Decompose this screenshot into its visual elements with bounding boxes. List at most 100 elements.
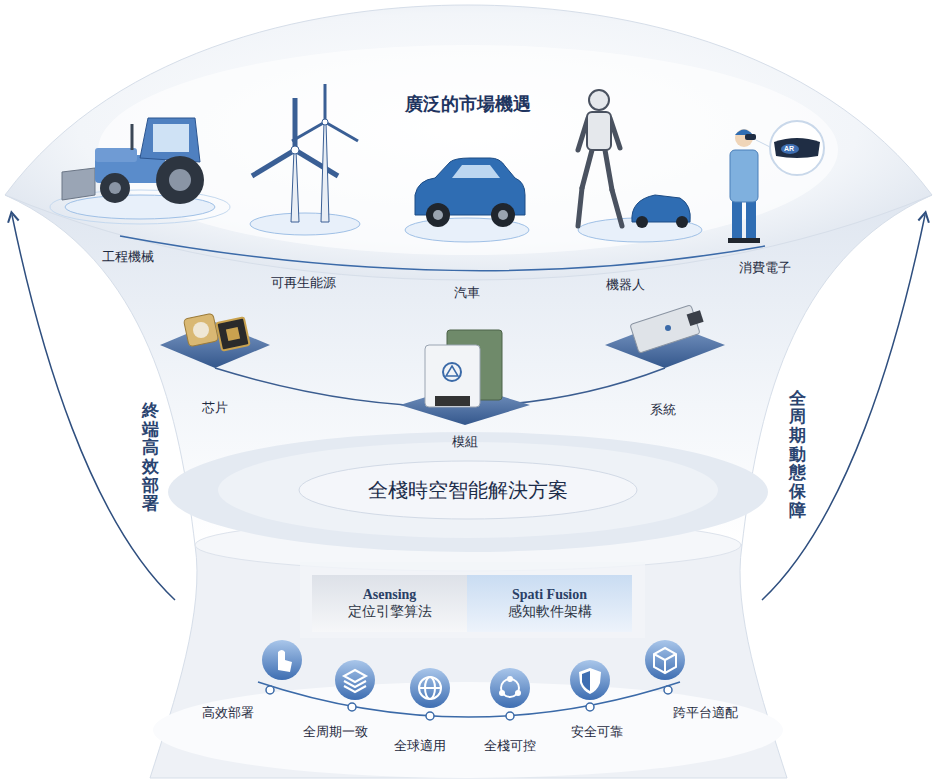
feature-line-part bbox=[258, 682, 680, 717]
feature-icons-part-part bbox=[419, 687, 441, 689]
chip-icon-part bbox=[226, 327, 240, 341]
funnel-part bbox=[300, 562, 645, 638]
person-vr-icon-part bbox=[781, 144, 799, 154]
feature-icons-part-part bbox=[419, 677, 441, 699]
feature-icons-part-part bbox=[344, 686, 366, 692]
robot-icon-part-part bbox=[578, 188, 582, 226]
car-icon-part bbox=[433, 210, 443, 220]
solution-ellipse: 全棧時空智能解決方案 bbox=[298, 460, 638, 520]
badge-text: AR bbox=[784, 145, 794, 153]
item-label: 全球適用 bbox=[394, 738, 446, 754]
windmill-icon bbox=[250, 84, 360, 235]
robot-icon-part bbox=[636, 216, 648, 228]
feature-icons-part bbox=[262, 640, 302, 680]
feature-line-part bbox=[266, 686, 672, 720]
feature-icons-part-part bbox=[499, 690, 505, 696]
module-icon-part bbox=[425, 345, 480, 407]
robot-icon-part bbox=[587, 112, 611, 150]
item-label: 跨平台適配 bbox=[673, 705, 738, 721]
robot-icon-part bbox=[676, 216, 688, 228]
feature-icons-part-part bbox=[515, 690, 521, 696]
tractor-icon-part bbox=[131, 124, 134, 150]
system-icon-part bbox=[665, 325, 671, 331]
tractor-icon-part bbox=[100, 173, 130, 203]
feature-icons-part-part bbox=[344, 670, 366, 682]
feature-icons-part bbox=[410, 668, 450, 708]
person-vr-icon-part bbox=[745, 134, 756, 140]
funnel-part bbox=[153, 682, 783, 778]
person-vr-icon-part bbox=[730, 150, 758, 202]
feature-icons-part bbox=[278, 650, 292, 672]
robot-icon-part-part bbox=[605, 150, 612, 190]
item-label: 機器人 bbox=[606, 277, 645, 293]
funnel-part bbox=[218, 442, 718, 538]
robot-icon bbox=[578, 90, 702, 242]
feature-icons-part-part bbox=[507, 676, 513, 682]
ellipse-shape bbox=[299, 461, 637, 519]
car-icon-part bbox=[426, 203, 450, 227]
feature-line-part-part bbox=[586, 703, 594, 711]
feature-icons-part bbox=[645, 640, 685, 680]
feature-icons-part-part bbox=[344, 681, 366, 687]
item-label: 系統 bbox=[650, 402, 676, 418]
chip-icon-part bbox=[183, 313, 218, 347]
feature-icons-part bbox=[582, 671, 590, 691]
feature-icons-part-part bbox=[664, 660, 666, 673]
person-vr-icon-part bbox=[746, 198, 756, 240]
windmill-icon-part bbox=[252, 150, 295, 176]
feature-icons-part bbox=[335, 660, 375, 700]
node-body: 感知軟件架構 bbox=[467, 603, 632, 621]
item-label: 汽車 bbox=[454, 285, 480, 301]
system-icon bbox=[605, 305, 725, 368]
funnel-part bbox=[98, 45, 838, 255]
windmill-icon-part bbox=[325, 122, 358, 141]
side-arrows-part bbox=[12, 215, 175, 600]
feature-icons-part bbox=[654, 648, 676, 673]
feature-line-part-part bbox=[348, 703, 356, 711]
tractor-icon-part bbox=[153, 124, 189, 152]
node-heading: 全棧時空智能解決方案 bbox=[298, 477, 638, 504]
person-vr-icon-part bbox=[770, 121, 824, 175]
item-label: 可再生能源 bbox=[271, 275, 336, 291]
feature-line-part-part bbox=[664, 686, 672, 694]
module-icon-part bbox=[443, 363, 461, 381]
person-vr-icon-part bbox=[774, 138, 820, 158]
module-icon-part bbox=[435, 396, 470, 406]
chip-icon-part bbox=[193, 322, 209, 338]
person-vr-icon-part bbox=[744, 238, 760, 243]
feature-icons-part bbox=[579, 668, 601, 694]
item-label: 工程機械 bbox=[102, 249, 154, 265]
feature-icons-part bbox=[344, 670, 366, 692]
funnel bbox=[5, 5, 932, 778]
feature-icons-part bbox=[499, 676, 521, 696]
windmill-icon-part bbox=[321, 122, 329, 222]
windmill-icon-part bbox=[293, 98, 298, 150]
tractor-icon-part bbox=[95, 148, 137, 162]
diagram-title: 廣泛的市場機遇 bbox=[405, 94, 531, 116]
side-caption: 全周期動態保障 bbox=[789, 390, 806, 521]
robot-icon-part-part bbox=[612, 190, 622, 226]
person-vr-icon-part bbox=[728, 238, 744, 243]
windmill-icon-part bbox=[250, 213, 360, 235]
windmill-icon-part bbox=[291, 146, 299, 154]
tractor-icon-part bbox=[140, 118, 200, 162]
robot-icon-part-part bbox=[582, 150, 592, 188]
funnel-part bbox=[168, 432, 768, 552]
system-icon-part bbox=[687, 310, 704, 326]
engine-panel: Asensing定位引擎算法 bbox=[312, 575, 467, 632]
feature-icons-part-part bbox=[654, 648, 676, 673]
tractor-icon-part bbox=[156, 156, 204, 204]
tractor-icon-part bbox=[109, 182, 121, 194]
item-label: 模組 bbox=[452, 434, 478, 450]
windmill-icon-part bbox=[291, 150, 299, 222]
item-label: 高效部署 bbox=[202, 705, 254, 721]
funnel-part bbox=[150, 545, 787, 778]
person-vr-icon bbox=[728, 121, 824, 243]
car-icon-part bbox=[452, 165, 500, 178]
feature-line bbox=[258, 682, 680, 720]
engine-panel: Spati Fusion感知軟件架構 bbox=[467, 575, 632, 632]
module-icon bbox=[400, 330, 530, 425]
item-label: 芯片 bbox=[202, 400, 228, 416]
windmill-icon-part bbox=[322, 119, 328, 125]
